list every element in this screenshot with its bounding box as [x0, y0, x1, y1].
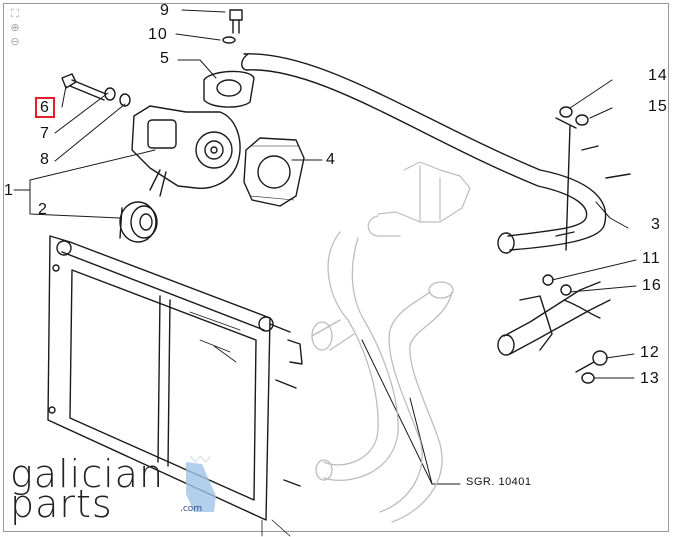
logo-domain: .com — [180, 504, 203, 514]
water-pump-1 — [131, 105, 241, 197]
zoom-in-icon[interactable]: ⊕ — [10, 22, 20, 34]
callout-16[interactable]: 16 — [642, 277, 662, 294]
radiator — [47, 235, 303, 537]
reference-code: SGR. 10401 — [466, 476, 532, 488]
callout-9[interactable]: 9 — [160, 2, 170, 19]
leader-lines — [13, 9, 637, 485]
pulley-2 — [119, 201, 158, 243]
callout-1[interactable]: 1 — [4, 182, 14, 199]
fit-page-icon[interactable]: ⛶ — [11, 8, 19, 20]
callout-11[interactable]: 11 — [642, 250, 661, 267]
callout-8[interactable]: 8 — [40, 151, 50, 168]
callout-15[interactable]: 15 — [648, 98, 668, 115]
gasket-5 — [203, 70, 255, 108]
callout-3[interactable]: 3 — [651, 216, 661, 233]
callout-14[interactable]: 14 — [648, 67, 668, 84]
thermostat-housing — [367, 161, 471, 237]
zoom-out-icon[interactable]: ⊖ — [10, 36, 20, 48]
logo-text-line1: galician — [10, 452, 165, 496]
callout-7[interactable]: 7 — [40, 125, 50, 142]
callout-13[interactable]: 13 — [640, 370, 660, 387]
nuts-14-15 — [555, 106, 589, 251]
callout-4[interactable]: 4 — [326, 151, 336, 168]
watermark-logo: galician parts .com — [10, 452, 220, 526]
callout-12[interactable]: 12 — [640, 344, 660, 361]
hoses — [311, 231, 454, 523]
logo-text-line2: parts — [10, 482, 113, 526]
bolts-12-13 — [575, 350, 608, 384]
callout-6-selected[interactable]: 6 — [35, 97, 55, 118]
logo-accent-shape — [186, 455, 216, 512]
outlet-pipe — [497, 274, 611, 356]
callout-2[interactable]: 2 — [38, 201, 48, 218]
callout-10[interactable]: 10 — [148, 26, 168, 43]
diagram-border — [3, 3, 669, 532]
callout-5[interactable]: 5 — [160, 50, 170, 67]
gasket-4 — [243, 137, 305, 207]
bolt-9 — [222, 9, 243, 44]
bolt-6 — [61, 73, 131, 107]
coolant-pipe-3 — [241, 53, 631, 254]
